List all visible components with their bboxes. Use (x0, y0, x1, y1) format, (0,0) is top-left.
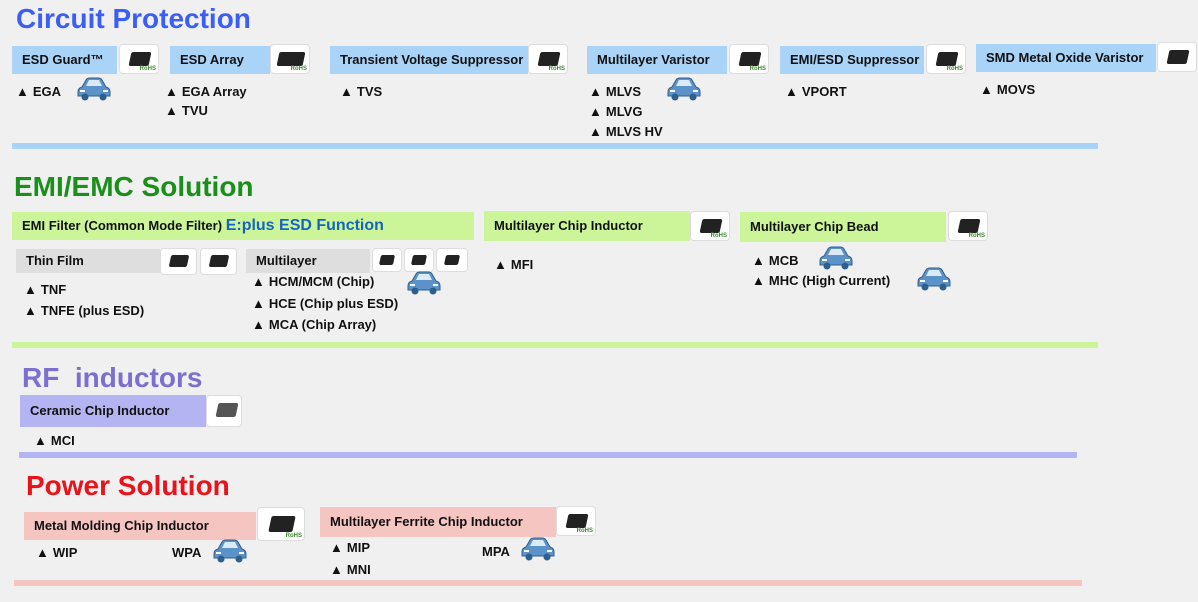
divider-rf (19, 452, 1077, 458)
category-thin-film[interactable]: Thin Film (16, 249, 160, 273)
product-mlvs[interactable]: ▲MLVS (589, 84, 642, 99)
mov-chip-icon (1157, 42, 1197, 72)
product-mip[interactable]: ▲MIP (330, 540, 370, 555)
product-wip[interactable]: ▲WIP (36, 545, 78, 560)
multilayer-chip-icon (436, 248, 468, 272)
divider-power (14, 580, 1082, 586)
molding-inductor-icon: RoHS (257, 507, 305, 541)
product-vport[interactable]: ▲VPORT (785, 84, 847, 99)
automotive-car-icon (666, 76, 702, 102)
product-mpa[interactable]: MPA (482, 544, 510, 559)
category-multilayer-chip-bead[interactable]: Multilayer Chip Bead (740, 212, 946, 242)
product-mlvs-hv[interactable]: ▲MLVS HV (589, 124, 663, 139)
emi-esd-chip-icon: RoHS (926, 44, 966, 74)
category-multilayer[interactable]: Multilayer (246, 249, 370, 273)
esd-array-chip-icon: RoHS (270, 44, 310, 74)
category-multilayer-varistor[interactable]: Multilayer Varistor (587, 46, 727, 74)
multilayer-chip-icon (372, 248, 402, 272)
section-title-power-solution: Power Solution (26, 470, 230, 501)
section-title-emi-emc: EMI/EMC Solution (14, 171, 254, 202)
ceramic-chip-icon (206, 395, 242, 427)
product-mci[interactable]: ▲MCI (34, 433, 75, 448)
category-multilayer-ferrite-chip-inductor[interactable]: Multilayer Ferrite Chip Inductor (320, 507, 556, 537)
category-multilayer-chip-inductor[interactable]: Multilayer Chip Inductor (484, 211, 690, 241)
product-hce[interactable]: ▲HCE (Chip plus ESD) (252, 296, 399, 311)
product-mcb[interactable]: ▲MCB (752, 253, 799, 268)
emi-filter-label: EMI Filter (Common Mode Filter) (22, 218, 223, 233)
tvs-chip-icon: RoHS (528, 44, 568, 74)
product-mlvg[interactable]: ▲MLVG (589, 104, 643, 119)
automotive-car-icon (520, 536, 556, 562)
esd-guard-chip-icon: RoHS (119, 44, 159, 74)
product-mni[interactable]: ▲MNI (330, 562, 371, 577)
product-ega[interactable]: ▲EGA (16, 84, 62, 99)
product-tnf[interactable]: ▲TNF (24, 282, 67, 297)
automotive-car-icon (76, 76, 112, 102)
product-tvs[interactable]: ▲TVS (340, 84, 383, 99)
ferrite-inductor-icon: RoHS (556, 506, 596, 536)
product-ega-array[interactable]: ▲EGA Array (165, 84, 247, 99)
product-movs[interactable]: ▲MOVS (980, 82, 1036, 97)
category-ceramic-chip-inductor[interactable]: Ceramic Chip Inductor (20, 395, 206, 427)
divider-circuit (12, 143, 1098, 149)
multilayer-chip-icon (404, 248, 434, 272)
automotive-car-icon (916, 266, 952, 292)
automotive-car-icon (212, 538, 248, 564)
chip-inductor-icon: RoHS (690, 211, 730, 241)
category-esd-guard[interactable]: ESD Guard™ (12, 46, 117, 74)
eplus-esd-function-label: E:plus ESD Function (225, 217, 384, 234)
product-wpa[interactable]: WPA (172, 545, 202, 560)
category-emi-filter[interactable]: EMI Filter (Common Mode Filter) E:plus E… (12, 212, 474, 240)
section-title-rf-inductors: RF inductors (22, 362, 203, 393)
category-metal-molding-chip-inductor[interactable]: Metal Molding Chip Inductor (24, 512, 256, 540)
product-mhc[interactable]: ▲MHC (High Current) (752, 273, 891, 288)
automotive-car-icon (818, 245, 854, 271)
category-tvs[interactable]: Transient Voltage Suppressor (330, 46, 528, 74)
product-mca[interactable]: ▲MCA (Chip Array) (252, 317, 377, 332)
section-title-circuit-protection: Circuit Protection (16, 3, 251, 34)
thin-film-array-icon (200, 248, 237, 275)
product-tnfe[interactable]: ▲TNFE (plus ESD) (24, 303, 145, 318)
thin-film-chip-icon (160, 248, 197, 275)
divider-emi (12, 342, 1098, 348)
product-hcm-mcm[interactable]: ▲HCM/MCM (Chip) (252, 274, 375, 289)
category-esd-array[interactable]: ESD Array (170, 46, 270, 74)
chip-bead-icon: RoHS (948, 211, 988, 241)
product-tvu[interactable]: ▲TVU (165, 103, 208, 118)
category-emi-esd-suppressor[interactable]: EMI/ESD Suppressor (780, 46, 924, 74)
automotive-car-icon (406, 270, 442, 296)
varistor-chip-icon: RoHS (729, 44, 769, 74)
product-mfi[interactable]: ▲MFI (494, 257, 534, 272)
category-smd-metal-oxide-varistor[interactable]: SMD Metal Oxide Varistor (976, 44, 1156, 72)
